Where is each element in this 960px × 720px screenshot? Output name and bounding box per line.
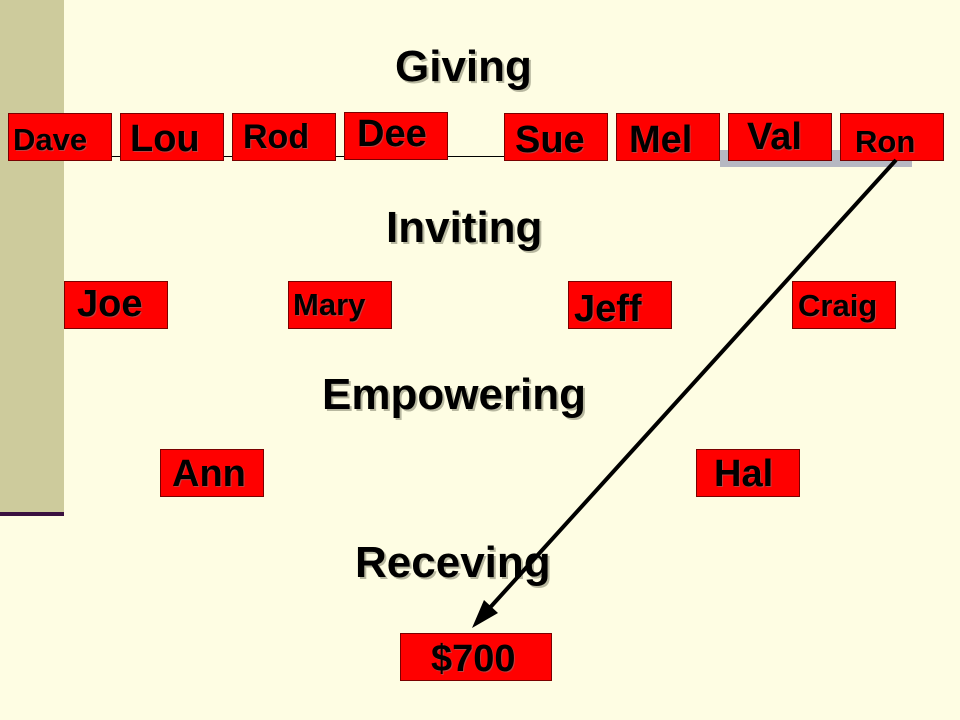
empowering-box-ann: Ann (160, 449, 264, 497)
heading-empowering: Empowering (322, 370, 587, 419)
flow-arrow-shaft (484, 158, 898, 614)
giving-box-mel: Mel (616, 113, 720, 161)
giving-box-rod: Rod (232, 113, 336, 161)
receiving-box-amount: $700 (400, 633, 552, 681)
flow-arrow-head (472, 600, 498, 628)
empowering-box-hal: Hal (696, 449, 800, 497)
giving-box-ron: Ron (840, 113, 944, 161)
giving-box-sue: Sue (504, 113, 608, 161)
left-sidebar-stripe (0, 0, 64, 516)
heading-inviting: Inviting (386, 203, 543, 252)
giving-box-val: Val (728, 113, 832, 161)
inviting-box-jeff: Jeff (568, 281, 672, 329)
giving-box-lou: Lou (120, 113, 224, 161)
inviting-box-mary: Mary (288, 281, 392, 329)
inviting-box-craig: Craig (792, 281, 896, 329)
inviting-box-joe: Joe (64, 281, 168, 329)
giving-box-dee: Dee (344, 112, 448, 160)
giving-box-dave: Dave (8, 113, 112, 161)
heading-giving: Giving (395, 42, 532, 91)
